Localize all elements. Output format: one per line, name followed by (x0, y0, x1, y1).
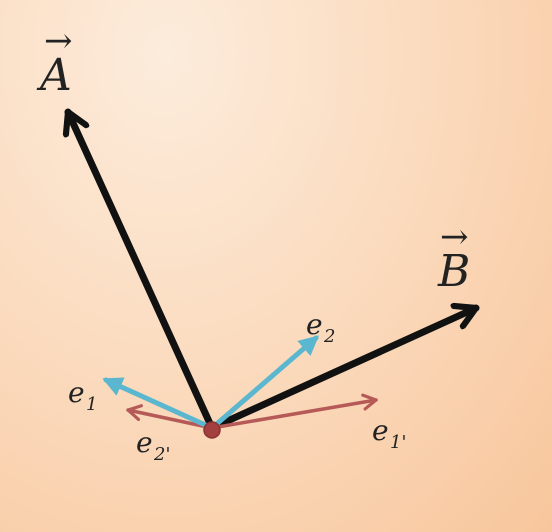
label-A-letter: A (36, 50, 72, 101)
label-e2-base: e (306, 308, 323, 341)
basis-e1-arrow (102, 377, 215, 431)
origin-dot (203, 421, 221, 439)
label-e1: e 1 (68, 376, 97, 415)
label-e1-sub: 1 (86, 394, 97, 415)
label-e2-prime-sub: 2' (153, 444, 170, 465)
label-A-arrow-glyph: → (44, 21, 73, 61)
basis-e1-prime-arrow (210, 393, 378, 430)
label-B-arrow-glyph: → (440, 217, 469, 257)
label-e2: e 2 (306, 308, 335, 347)
label-e2-prime-base: e (136, 426, 153, 459)
label-e1-prime-sub: 1' (390, 432, 406, 453)
label-e1-prime-base: e (372, 414, 389, 447)
basis-e2-prime-arrow (126, 404, 214, 430)
vector-B-arrow (208, 308, 480, 432)
label-e1-prime: e 1' (372, 414, 406, 453)
label-e2-prime: e 2' (136, 426, 170, 465)
label-vector-A: A → (36, 21, 73, 101)
label-vector-B: B → (437, 217, 470, 297)
vector-A-arrow (68, 108, 216, 432)
basis-e2-arrow (209, 335, 320, 431)
label-B-letter: B (437, 246, 470, 297)
label-e2-sub: 2 (323, 326, 335, 347)
label-e1-base: e (68, 376, 85, 409)
